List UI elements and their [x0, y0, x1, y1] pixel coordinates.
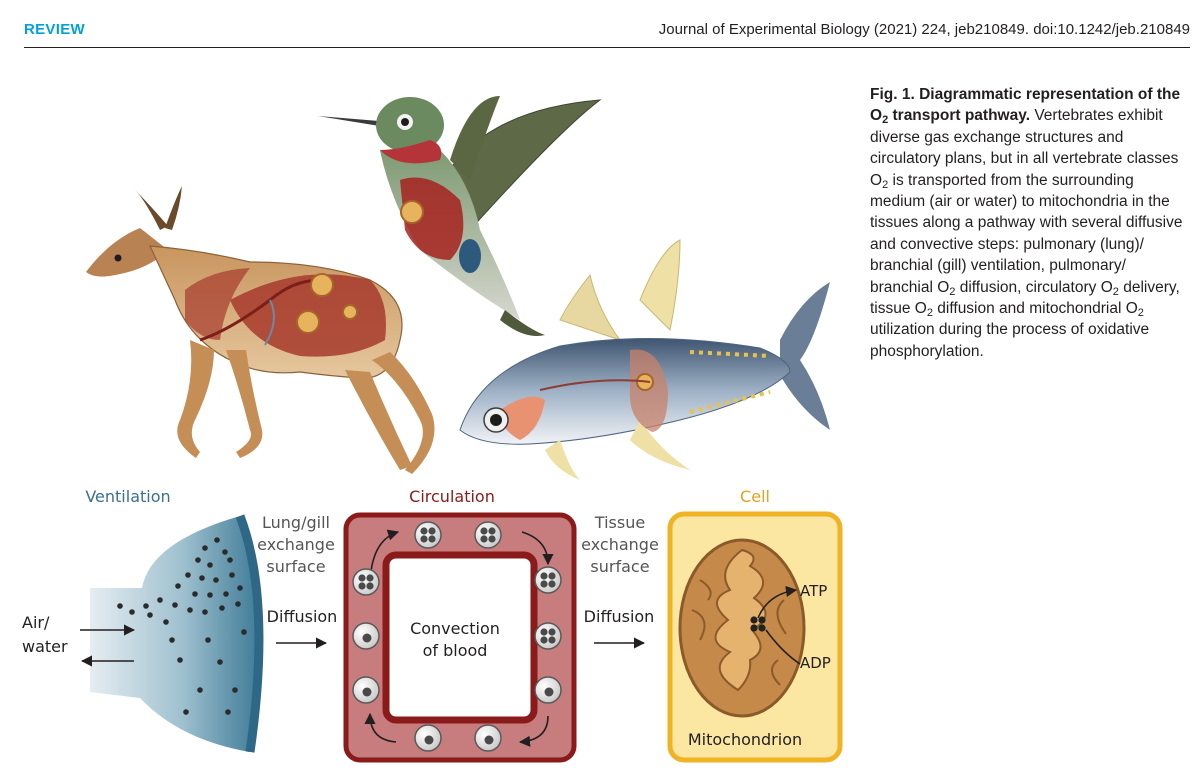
o2-pathway-figure: Ventilation Circulation Cell Air/ water … [0, 55, 860, 776]
diffusion-label-2: Diffusion [584, 607, 655, 626]
ventilation-title: Ventilation [85, 487, 170, 506]
lung-surface-label-1: Lung/gill [262, 513, 330, 532]
diffusion-label-1: Diffusion [267, 607, 338, 626]
convection-label-1: Convection [410, 619, 500, 638]
tissue-surface-label-1: Tissue [594, 513, 645, 532]
tuna-illustration [459, 239, 830, 480]
circulation-loop [343, 512, 577, 763]
medium-label-air: Air/ [22, 613, 50, 632]
caption-title: Fig. 1. Diagrammatic representation of t… [870, 86, 1181, 127]
lung-gill-exchange-surface [90, 514, 264, 753]
journal-citation: Journal of Experimental Biology (2021) 2… [658, 21, 1190, 38]
atp-label: ATP [800, 582, 827, 600]
medium-label-water: water [22, 637, 68, 656]
gazelle-illustration [86, 186, 435, 474]
adp-label: ADP [800, 654, 831, 672]
convection-label-2: of blood [423, 641, 488, 660]
lung-surface-label-3: surface [266, 557, 325, 576]
tissue-surface-label-2: exchange [581, 535, 659, 554]
cell-mitochondrion [667, 511, 843, 763]
header-divider [24, 47, 1190, 48]
cell-title: Cell [740, 487, 770, 506]
section-label: REVIEW [24, 21, 85, 38]
o2-molecule-dots [117, 537, 247, 715]
hummingbird-illustration [318, 96, 602, 336]
figure-caption: Fig. 1. Diagrammatic representation of t… [870, 86, 1183, 360]
red-blood-cells [352, 521, 562, 752]
mitochondrion-label: Mitochondrion [688, 730, 802, 749]
circulation-title: Circulation [409, 487, 495, 506]
lung-surface-label-2: exchange [257, 535, 335, 554]
tissue-surface-label-3: surface [590, 557, 649, 576]
